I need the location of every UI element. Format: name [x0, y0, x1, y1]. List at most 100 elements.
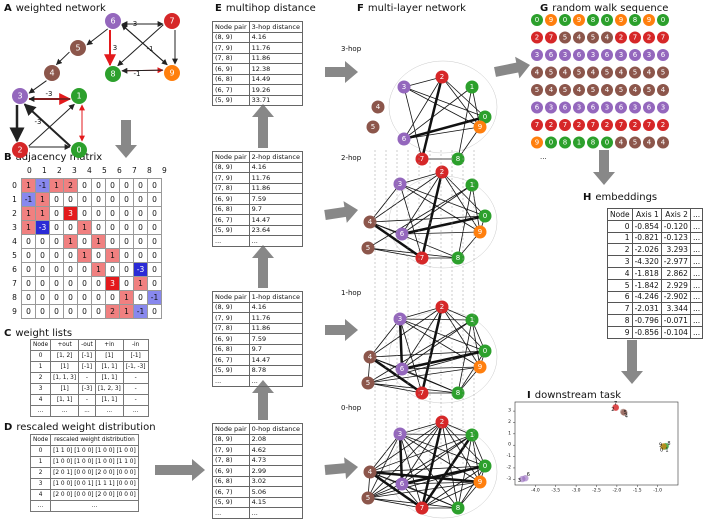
node-label: 3: [402, 83, 406, 91]
matrix-col-header: 9: [162, 166, 167, 175]
walk-node-label: 0: [549, 139, 553, 147]
walk-node: [615, 101, 627, 114]
layer-node: [435, 70, 449, 84]
walk-node-label: 3: [591, 51, 595, 59]
matrix-cell: 0: [147, 276, 162, 291]
matrix-cell: 0: [119, 248, 134, 263]
table-row: (8, 9)4.16: [212, 31, 303, 43]
layer-edge: [399, 433, 459, 509]
walk-node: [559, 101, 571, 114]
layer-edge: [369, 470, 481, 484]
matrix-cell: 0: [147, 304, 162, 319]
node-label: 1: [470, 181, 474, 189]
walk-node-label: 6: [535, 104, 540, 112]
matrix-cell: 0: [147, 178, 162, 193]
layer-node: [363, 215, 377, 229]
layer-edge: [403, 76, 443, 88]
matrix-cell: 1: [105, 248, 120, 263]
layer-label: 0-hop: [341, 404, 362, 412]
layer-node: [478, 209, 492, 223]
matrix-cell: 0: [77, 234, 92, 249]
layer-node: [465, 428, 479, 442]
table-header: Node: [607, 208, 633, 221]
matrix-cell: 0: [77, 192, 92, 207]
table-cell: ...: [248, 507, 303, 519]
scatter-point-label: 0: [660, 448, 663, 454]
walk-node: [573, 14, 585, 26]
node-label: 4: [376, 103, 381, 111]
walk-node: [615, 49, 627, 61]
table-cell: ...: [212, 235, 250, 247]
table-row: (6, 8)9.7: [212, 203, 303, 215]
walk-node: [531, 14, 543, 26]
table-row: ......: [212, 375, 303, 387]
table-cell: 2.929: [660, 278, 691, 292]
table-cell: (7, 9): [212, 312, 250, 324]
table-cell: ...: [50, 500, 139, 512]
network-node: [12, 88, 28, 104]
walk-node-label: 0: [605, 16, 609, 24]
matrix-col-header: 0: [27, 166, 32, 175]
table-cell: ...: [689, 266, 703, 280]
matrix-cell: 0: [105, 206, 120, 221]
matrix-cell: 0: [119, 276, 134, 291]
walk-node-label: 7: [619, 121, 623, 129]
walk-node: [559, 66, 571, 79]
matrix-cell: 0: [49, 290, 64, 305]
y-tick-label: 0: [508, 442, 511, 448]
walk-node-label: 5: [633, 139, 637, 147]
table-cell: [-1]: [78, 361, 96, 373]
table-cell: -1.842: [631, 278, 662, 292]
matrix-cell: 0: [119, 262, 134, 277]
node-label: 6: [400, 365, 405, 373]
matrix-cell: 0: [105, 220, 120, 235]
table-row: 2[2 0 1] [0 0 0] [2 0 0] [0 0 0]: [29, 467, 139, 479]
walk-node-label: 6: [633, 51, 638, 59]
matrix-row-header: 5: [12, 251, 17, 260]
table-cell: [1, 1]: [94, 372, 124, 384]
table-row: (5, 9)8.78: [212, 364, 303, 376]
table-cell: (6, 7): [212, 214, 250, 226]
matrix-cell: 1: [21, 206, 36, 221]
node-label: 2: [440, 73, 444, 81]
table-row: (6, 9)7.59: [212, 193, 303, 205]
table-cell: 7: [607, 302, 633, 316]
table-cell: [-1]: [122, 350, 149, 362]
table-cell: [1 0 0] [1 0 0] [1 0 0] [1 1 0]: [50, 456, 139, 468]
table-row: 2[1, 1, 3]-[1, 1]-: [29, 372, 149, 384]
walk-node: [531, 136, 543, 149]
table-row: 1-0.821-0.123...: [607, 231, 703, 245]
node-label: 5: [75, 44, 80, 53]
matrix-cell: 0: [119, 192, 134, 207]
walk-node: [601, 31, 613, 44]
layer-node: [397, 80, 411, 94]
matrix-cell: -1: [147, 290, 162, 305]
table-cell: [1, 1, 3]: [50, 372, 80, 384]
walk-node-label: 2: [577, 121, 581, 129]
table-cell: [1]: [50, 383, 80, 395]
matrix-cell: 0: [63, 220, 78, 235]
matrix-cell: 0: [77, 262, 92, 277]
matrix-cell: 0: [63, 276, 78, 291]
layer-edge: [471, 184, 481, 233]
walk-node: [615, 136, 627, 149]
table-cell: ...: [94, 405, 124, 417]
matrix-cell: 0: [119, 234, 134, 249]
walk-node-label: 4: [535, 69, 540, 77]
layer-edge: [471, 434, 481, 483]
arrow-h-to-i: [621, 340, 643, 384]
matrix-cell: 0: [21, 234, 36, 249]
walk-node: [573, 31, 585, 44]
table-row: ...............: [29, 405, 149, 417]
matrix-cell: 0: [21, 248, 36, 263]
table-cell: 14.47: [248, 214, 303, 226]
walk-node-label: 4: [661, 139, 666, 147]
walk-node: [573, 49, 585, 61]
scatter-point-label: 7: [614, 401, 617, 407]
network-edge: [28, 80, 47, 94]
